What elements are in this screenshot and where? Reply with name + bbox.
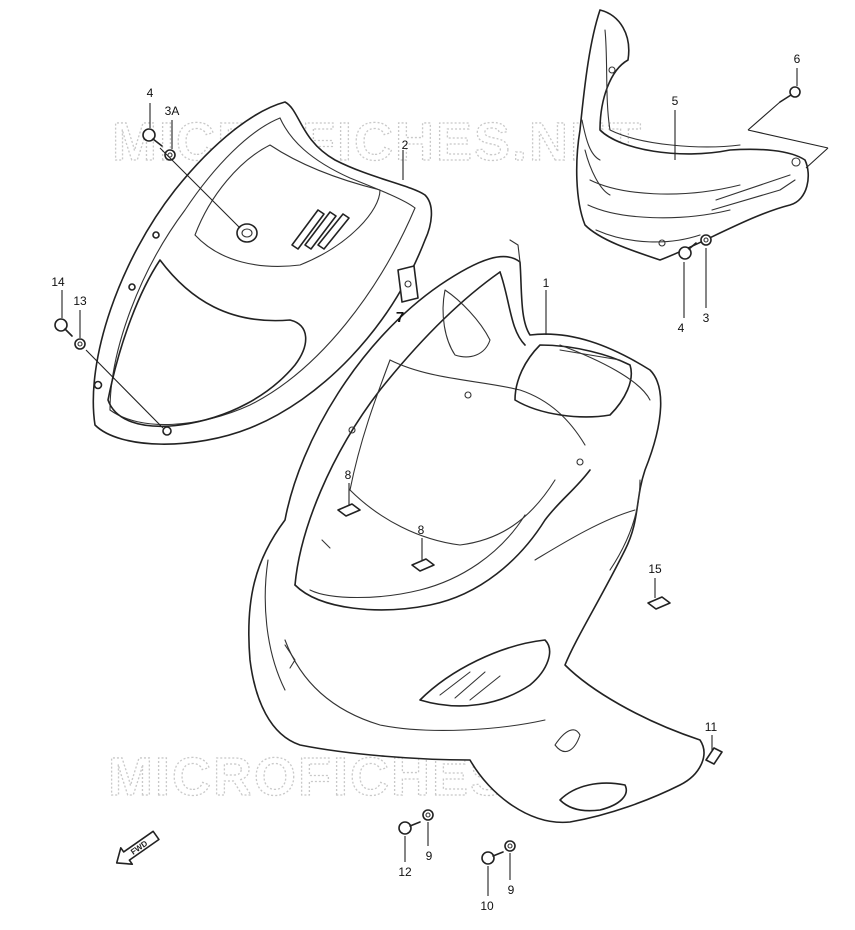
part-8-clip-nut-a <box>337 503 361 517</box>
part-2-upper-cover <box>92 101 433 445</box>
part-11-clip-nut <box>705 747 723 765</box>
callout-13: 13 <box>73 294 87 308</box>
part-14-screw <box>54 318 73 337</box>
callout-1: 1 <box>543 276 550 290</box>
callout-9-right: 9 <box>508 883 515 897</box>
part-6-screw <box>779 86 801 103</box>
part-12-screw <box>398 821 421 835</box>
callout-10: 10 <box>480 899 494 913</box>
callout-4-top: 4 <box>147 86 154 100</box>
part-5-inner-panel <box>575 9 809 261</box>
callout-8-upper: 8 <box>345 468 352 482</box>
callout-4-right: 4 <box>678 321 685 335</box>
callout-8-lower: 8 <box>418 523 425 537</box>
watermark-top: MICROFICHES.NET <box>112 112 643 172</box>
callout-11: 11 <box>705 720 718 734</box>
part-3a-washer <box>164 149 176 161</box>
callout-7: 7 <box>396 309 404 326</box>
callout-15: 15 <box>648 562 662 576</box>
part-8-clip-nut-b <box>411 558 435 572</box>
part-4-screw-a <box>142 128 163 147</box>
callout-12: 12 <box>398 865 412 879</box>
part-4-screw-b <box>678 242 697 260</box>
callout-3a: 3A <box>165 104 180 118</box>
callout-2: 2 <box>402 138 409 152</box>
part-7-clip-nut <box>397 265 419 303</box>
part-15-clip-nut <box>647 596 671 610</box>
part-9-washer-a <box>422 809 434 821</box>
part-3-washer <box>700 234 712 246</box>
leader-lines <box>61 68 829 896</box>
callout-14: 14 <box>51 275 65 289</box>
part-10-screw <box>481 851 504 865</box>
part-13-washer <box>74 338 86 350</box>
callout-3: 3 <box>703 311 710 325</box>
callout-9-left: 9 <box>426 849 433 863</box>
callout-6: 6 <box>794 52 801 66</box>
forward-arrow-icon: FWD <box>115 830 160 866</box>
part-1-front-leg-shield <box>247 239 705 824</box>
callout-5: 5 <box>672 94 679 108</box>
part-9-washer-b <box>504 840 516 852</box>
